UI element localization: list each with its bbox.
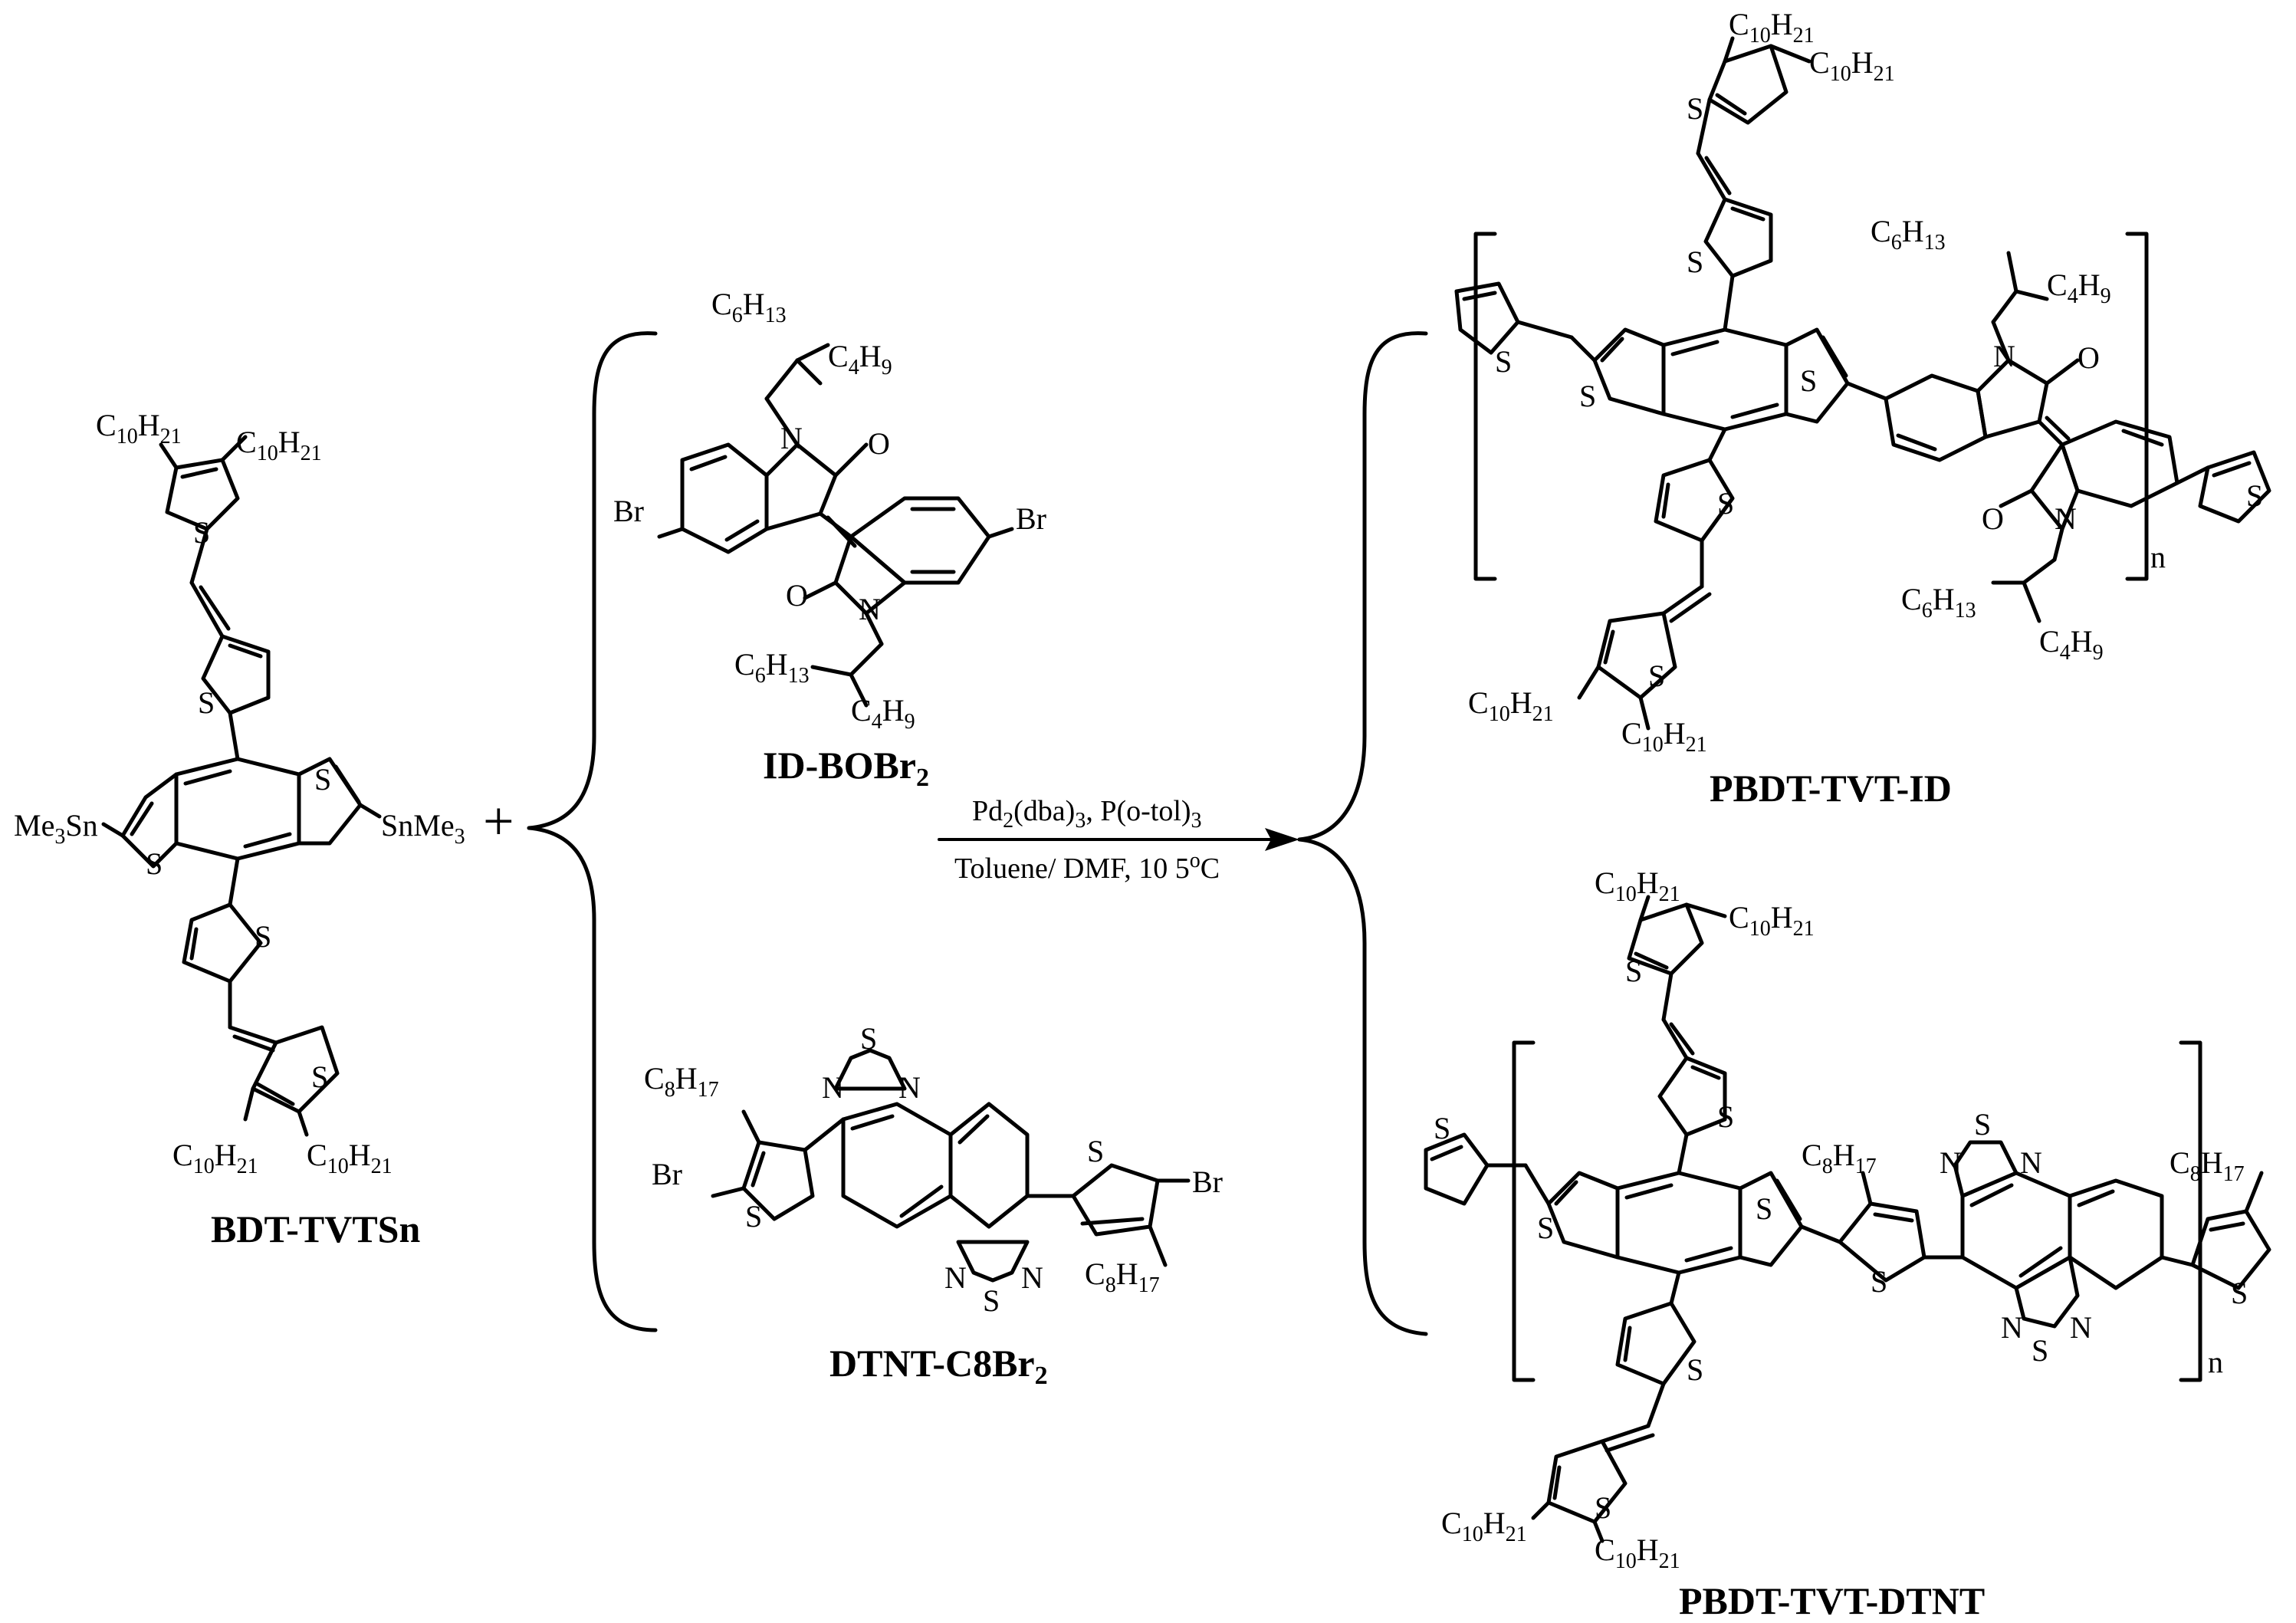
plus-sign: + (483, 790, 514, 852)
s-atom: S (1871, 1264, 1887, 1299)
compound-name-pbdt-tvt-dtnt: PBDT-TVT-DTNT (1679, 1579, 1985, 1622)
pbdt-tvt-id-structure: S S S S S S S N O N O S n C10H21 C10H21 … (1454, 7, 2271, 810)
side-chain-label: C8H17 (1085, 1257, 1160, 1297)
id-bobr2-structure: N O N O Br Br C6H13 C4H9 C6H13 C4H9 ID-B… (613, 287, 1046, 792)
n-atom: N (2001, 1310, 2023, 1345)
s-atom: S (1974, 1107, 1991, 1142)
s-atom: S (1800, 363, 1817, 398)
s-atom: S (311, 1060, 328, 1094)
o-atom: O (868, 426, 890, 461)
s-atom: S (1687, 1352, 1703, 1387)
left-brace (527, 331, 658, 1332)
repeat-unit-n: n (2150, 540, 2166, 574)
n-atom: N (822, 1070, 844, 1105)
s-atom: S (2246, 478, 2263, 513)
bromine-atom: Br (652, 1157, 682, 1191)
s-atom: S (860, 1021, 877, 1056)
n-atom: N (1940, 1145, 1962, 1180)
s-atom: S (1579, 379, 1596, 413)
side-chain-label: C10H21 (1468, 685, 1554, 726)
side-chain-label: C10H21 (1441, 1506, 1527, 1546)
reaction-arrow (938, 828, 1299, 851)
s-atom: S (146, 846, 163, 881)
n-atom: N (2055, 501, 2077, 536)
n-atom: N (1993, 339, 2015, 373)
side-chain-label: C6H13 (1901, 582, 1976, 623)
s-atom: S (1537, 1211, 1554, 1245)
side-chain-label: C8H17 (1802, 1138, 1877, 1178)
s-atom: S (1687, 91, 1703, 126)
side-chain-label: C6H13 (1871, 214, 1946, 255)
trimethylstannyl-left: Me3Sn (14, 808, 98, 849)
o-atom: O (2078, 340, 2100, 375)
side-chain-label: C10H21 (1621, 716, 1707, 757)
s-atom: S (1648, 659, 1665, 693)
s-atom: S (983, 1283, 1000, 1318)
side-chain-label: C10H21 (96, 408, 182, 448)
s-atom: S (314, 762, 331, 797)
s-atom: S (1595, 1490, 1611, 1525)
s-atom: S (1495, 344, 1512, 379)
side-chain-label: C10H21 (172, 1138, 258, 1178)
s-atom: S (1087, 1134, 1104, 1168)
compound-name-id-bobr2: ID-BOBr2 (763, 744, 929, 792)
s-atom: S (1434, 1111, 1450, 1145)
o-atom: O (1982, 501, 2004, 536)
bdt-tvtsn-structure: S S S S S S C10H21 (14, 408, 465, 1250)
side-chain-label: C8H17 (2170, 1145, 2245, 1186)
dtnt-c8br2-structure: S N N S N N S S Br Br C8H17 C8H17 DTNT-C… (644, 1021, 1223, 1390)
bromine-atom: Br (1016, 501, 1046, 536)
s-atom: S (2032, 1333, 2048, 1368)
n-atom: N (898, 1070, 921, 1105)
s-atom: S (745, 1199, 762, 1234)
n-atom: N (944, 1260, 967, 1295)
compound-name-bdt-tvtsn: BDT-TVTSn (211, 1207, 420, 1250)
conditions-label: Toluene/ DMF, 10 5oC (954, 849, 1220, 885)
side-chain-label: C4H9 (2039, 624, 2104, 665)
s-atom: S (255, 919, 271, 954)
catalyst-label: Pd2(dba)3, P(o-tol)3 (972, 795, 1202, 833)
right-brace (1297, 331, 1428, 1336)
side-chain-label: C10H21 (1595, 866, 1680, 906)
s-atom: S (1687, 245, 1703, 279)
side-chain-label: C10H21 (1729, 900, 1815, 941)
n-atom: N (2070, 1310, 2092, 1345)
o-atom: O (786, 578, 808, 613)
compound-name-pbdt-tvt-id: PBDT-TVT-ID (1710, 767, 1952, 810)
side-chain-label: C4H9 (851, 693, 915, 734)
n-atom: N (2020, 1145, 2042, 1180)
n-atom: N (1021, 1260, 1043, 1295)
compound-name-dtnt-c8br2: DTNT-C8Br2 (829, 1342, 1048, 1390)
side-chain-label: C10H21 (1595, 1533, 1680, 1573)
s-atom: S (1717, 486, 1734, 521)
side-chain-label: C10H21 (236, 425, 322, 465)
side-chain-label: C4H9 (2047, 268, 2111, 308)
side-chain-label: C10H21 (1729, 7, 1815, 48)
trimethylstannyl-right: SnMe3 (381, 808, 465, 849)
side-chain-label: C8H17 (644, 1061, 719, 1102)
pbdt-tvt-dtnt-structure: S S S S S S S S S N N S N N S n C10H21 C… (1424, 866, 2271, 1622)
n-atom: N (859, 592, 881, 626)
s-atom: S (1625, 954, 1642, 988)
side-chain-label: C4H9 (828, 339, 892, 379)
s-atom: S (198, 685, 215, 720)
side-chain-label: C10H21 (1809, 45, 1895, 86)
side-chain-label: C10H21 (307, 1138, 393, 1178)
s-atom: S (2231, 1276, 2248, 1310)
side-chain-label: C6H13 (734, 647, 810, 688)
s-atom: S (193, 515, 210, 550)
repeat-unit-n: n (2208, 1345, 2223, 1379)
bromine-atom: Br (1192, 1165, 1223, 1199)
bromine-atom: Br (613, 494, 644, 528)
side-chain-label: C6H13 (711, 287, 787, 327)
s-atom: S (1717, 1099, 1734, 1134)
s-atom: S (1756, 1191, 1772, 1226)
n-atom: N (780, 421, 803, 455)
